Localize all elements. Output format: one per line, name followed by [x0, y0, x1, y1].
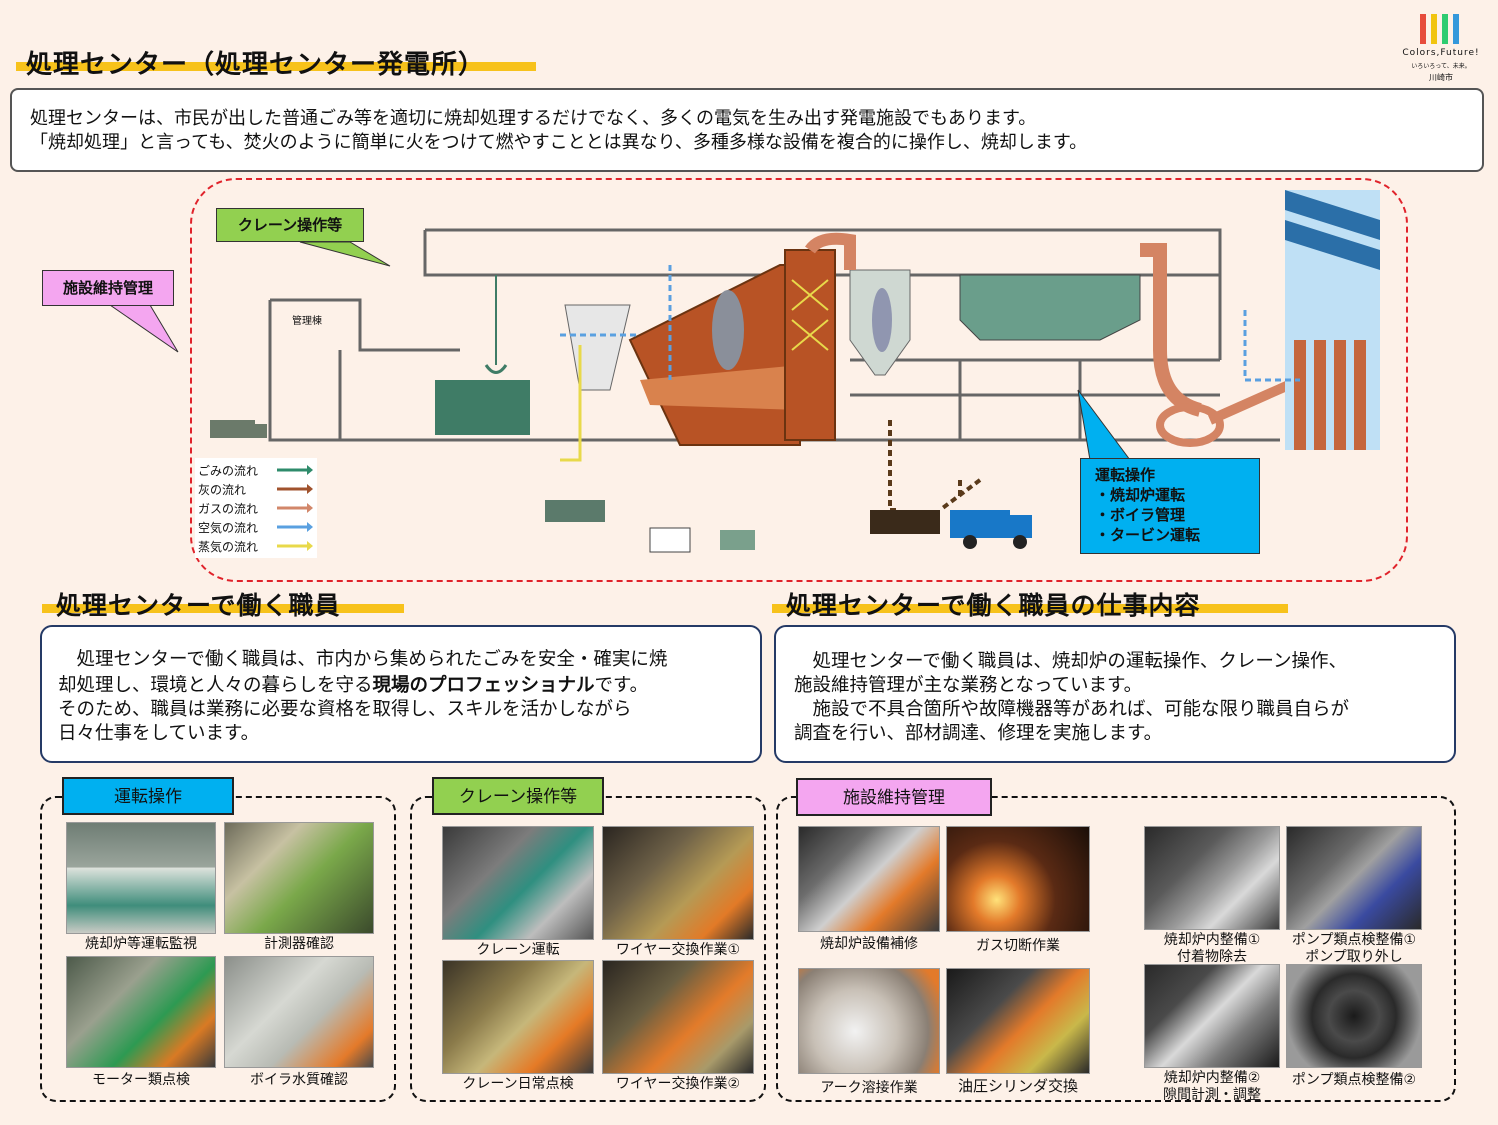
- duties-box: 処理センターで働く職員は、焼却炉の運転操作、クレーン操作、 施設維持管理が主な業…: [774, 625, 1456, 763]
- city-logo: Colors,Future! いろいろって、未来。 川崎市: [1395, 12, 1487, 92]
- photo-caption: ワイヤー交換作業②: [615, 1076, 741, 1092]
- staff-text: 処理センターで働く職員は、市内から集められたごみを安全・確実に焼: [58, 649, 668, 670]
- logo-subtext: いろいろって、未来。: [1411, 63, 1471, 70]
- logo-stripe-icon: [1431, 14, 1437, 44]
- photo-boiler-water: [224, 956, 374, 1068]
- logo-text: Colors,Future!: [1402, 48, 1480, 58]
- callout-operation-title: 運転操作: [1095, 466, 1156, 484]
- diagram-frame: [190, 178, 1408, 582]
- photo-furnace-repair: [798, 826, 940, 932]
- duties-text: 処理センターで働く職員は、焼却炉の運転操作、クレーン操作、: [794, 651, 1347, 672]
- legend-item: 灰の流れ: [198, 483, 247, 497]
- photo-caption: ワイヤー交換作業①: [615, 942, 741, 958]
- callout-pointers: [108, 241, 1131, 461]
- building-label: 管理棟: [292, 316, 322, 327]
- photo-pump-maintenance-2: [1286, 964, 1422, 1068]
- duties-text: 施設で不具合箇所や故障機器等があれば、可能な限り職員自らが: [794, 699, 1350, 720]
- photo-gauge-check: [224, 822, 374, 934]
- photo-caption: ポンプ類点検整備②: [1291, 1072, 1417, 1088]
- photo-pump-maintenance-1: [1286, 826, 1422, 930]
- title-underline: [16, 62, 536, 71]
- photo-caption: ボイラ水質確認: [250, 1072, 348, 1088]
- flow-legend: ごみの流れ 灰の流れ ガスの流れ 空気の流れ 蒸気の流れ: [195, 458, 317, 558]
- photo-caption: 油圧シリンダ交換: [957, 1077, 1078, 1095]
- page-title: 処理センター（処理センター発電所）: [26, 50, 486, 80]
- legend-item: 空気の流れ: [198, 521, 259, 535]
- logo-stripe-icon: [1453, 14, 1459, 44]
- photo-caption: ポンプ類点検整備①: [1291, 932, 1417, 948]
- logo-stripe-icon: [1442, 14, 1448, 44]
- photo-hydraulic-cylinder: [946, 968, 1090, 1074]
- photo-furnace-maintenance-1: [1144, 826, 1280, 930]
- photo-caption: 焼却炉設備補修: [820, 936, 918, 952]
- photo-motor-inspection: [66, 956, 216, 1068]
- photo-caption: 焼却炉内整備②: [1163, 1070, 1261, 1086]
- staff-heading: 処理センターで働く職員: [56, 591, 341, 620]
- photo-crane-operation: [442, 826, 594, 940]
- operation-tag: 運転操作: [62, 777, 234, 815]
- staff-text: 却処理し、環境と人々の暮らしを守る現場のプロフェッショナルです。: [58, 675, 649, 696]
- photo-caption: クレーン運転: [476, 942, 560, 958]
- intro-box: 処理センターは、市民が出した普通ごみ等を適切に焼却処理するだけでなく、多くの電気…: [10, 88, 1484, 172]
- logo-stripe-icon: [1420, 14, 1426, 44]
- logo-city: 川崎市: [1429, 73, 1453, 82]
- callout-operation: 運転操作 ・焼却炉運転 ・ボイラ管理 ・タービン運転: [1080, 458, 1260, 554]
- duties-heading-underline: [772, 604, 1288, 613]
- callout-operation-item: ・ボイラ管理: [1095, 506, 1186, 524]
- photo-caption: 隙間計測・調整: [1163, 1087, 1261, 1103]
- intro-line-1: 処理センターは、市民が出した普通ごみ等を適切に焼却処理するだけでなく、多くの電気…: [30, 108, 1037, 129]
- photo-caption: 付着物除去: [1177, 949, 1247, 965]
- duties-text: 調査を行い、部材調達、修理を実施します。: [794, 723, 1163, 744]
- photo-caption: アーク溶接作業: [820, 1080, 918, 1096]
- photo-caption: モーター類点検: [92, 1072, 190, 1088]
- legend-item: 蒸気の流れ: [198, 540, 259, 554]
- callout-crane: クレーン操作等: [216, 208, 364, 242]
- facility-section: [776, 796, 1456, 1102]
- staff-text: 日々仕事をしています。: [58, 723, 260, 744]
- callout-operation-item: ・焼却炉運転: [1095, 486, 1186, 504]
- crane-tag: クレーン操作等: [432, 777, 604, 815]
- photo-wire-exchange-2: [602, 960, 754, 1074]
- photo-crane-inspection: [442, 960, 594, 1074]
- staff-emphasis: 現場のプロフェッショナル: [372, 675, 595, 696]
- legend-item: ごみの流れ: [198, 464, 259, 478]
- photo-caption: クレーン日常点検: [462, 1076, 574, 1092]
- staff-text: そのため、職員は業務に必要な資格を取得し、スキルを活かしながら: [58, 699, 632, 720]
- photo-caption: 計測器確認: [264, 936, 334, 952]
- staff-box: 処理センターで働く職員は、市内から集められたごみを安全・確実に焼 却処理し、環境…: [40, 625, 762, 763]
- plant-diagram: [210, 190, 1380, 553]
- photo-caption: 焼却炉内整備①: [1163, 932, 1261, 948]
- duties-heading: 処理センターで働く職員の仕事内容: [786, 591, 1201, 620]
- photo-caption: 焼却炉等運転監視: [85, 936, 197, 952]
- duties-text: 施設維持管理が主な業務となっています。: [794, 675, 1143, 696]
- photo-gas-cutting: [946, 826, 1090, 932]
- facility-tag: 施設維持管理: [796, 778, 992, 816]
- photo-arc-welding: [798, 968, 940, 1074]
- legend-item: ガスの流れ: [198, 502, 259, 516]
- intro-line-2: 「焼却処理」と言っても、焚火のように簡単に火をつけて燃やすこととは異なり、多種多…: [30, 132, 1088, 153]
- photo-caption: ガス切断作業: [976, 938, 1060, 954]
- photo-caption: ポンプ取り外し: [1305, 949, 1403, 965]
- callout-operation-item: ・タービン運転: [1095, 526, 1201, 544]
- photo-furnace-maintenance-2: [1144, 964, 1280, 1068]
- staff-heading-underline: [42, 604, 404, 613]
- callout-facility: 施設維持管理: [42, 270, 174, 306]
- photo-control-room: [66, 822, 216, 934]
- photo-wire-exchange-1: [602, 826, 754, 940]
